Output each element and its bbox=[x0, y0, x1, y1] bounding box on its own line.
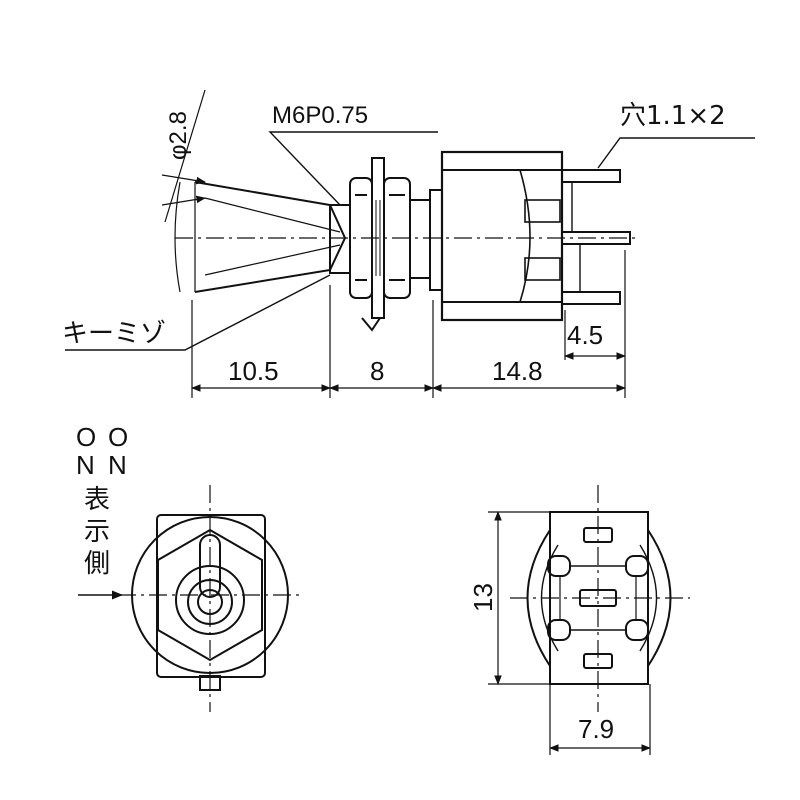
dim-bushing-length: 8 bbox=[370, 356, 384, 386]
front-view bbox=[78, 485, 302, 712]
front-lever-base bbox=[197, 589, 223, 615]
rear-terminal-bottom bbox=[583, 653, 613, 669]
diameter-leader bbox=[161, 89, 206, 223]
lever bbox=[174, 181, 347, 293]
rear-right-arc bbox=[647, 529, 672, 667]
rear-pad-left-bottom bbox=[547, 619, 571, 641]
thread-leader bbox=[268, 131, 438, 206]
side-view bbox=[65, 89, 755, 398]
on-label-n-left: N bbox=[76, 450, 95, 480]
dim-body-length: 14.8 bbox=[492, 356, 543, 386]
terminals bbox=[561, 169, 631, 305]
display-side-char-2: 示 bbox=[84, 517, 110, 547]
display-side-char-3: 側 bbox=[84, 549, 110, 579]
front-hex-nut bbox=[157, 528, 263, 662]
rear-left-arc bbox=[526, 529, 551, 667]
lever-diameter-label: φ2.8 bbox=[165, 111, 192, 160]
rear-terminal-middle bbox=[579, 589, 617, 607]
extension-lines bbox=[191, 250, 626, 398]
display-side-char-1: 表 bbox=[84, 485, 110, 515]
front-lever bbox=[199, 534, 221, 598]
rear-pad-left-top bbox=[547, 555, 571, 577]
on-label-o-left: O bbox=[76, 422, 96, 452]
thread-label: M6P0.75 bbox=[272, 102, 368, 129]
dim-body-width: 7.9 bbox=[578, 714, 614, 744]
dim-lever-length: 10.5 bbox=[228, 356, 279, 386]
bushing bbox=[329, 157, 431, 332]
key-slot-label: キーミゾ bbox=[62, 319, 166, 349]
switch-body bbox=[429, 150, 564, 322]
rear-terminal-top bbox=[583, 527, 613, 543]
horizontal-dimension-lines bbox=[191, 352, 626, 392]
rear-pad-right-bottom bbox=[625, 619, 649, 641]
front-bushing-ring bbox=[175, 565, 245, 635]
dim-body-height: 13 bbox=[468, 583, 498, 612]
dim-terminal-length: 4.5 bbox=[567, 320, 603, 350]
front-nut-outer bbox=[131, 516, 289, 674]
rear-pad-right-top bbox=[625, 555, 649, 577]
front-bushing-inner bbox=[187, 579, 233, 625]
on-label-n-right: N bbox=[108, 450, 127, 480]
terminal-hole-label: 穴1.1×2 bbox=[620, 101, 726, 131]
keyslot-leader bbox=[65, 274, 331, 351]
rear-body bbox=[549, 511, 649, 685]
front-key bbox=[199, 675, 221, 691]
on-label-o-right: O bbox=[108, 422, 128, 452]
rear-view bbox=[488, 485, 690, 755]
hole-leader bbox=[597, 137, 755, 169]
